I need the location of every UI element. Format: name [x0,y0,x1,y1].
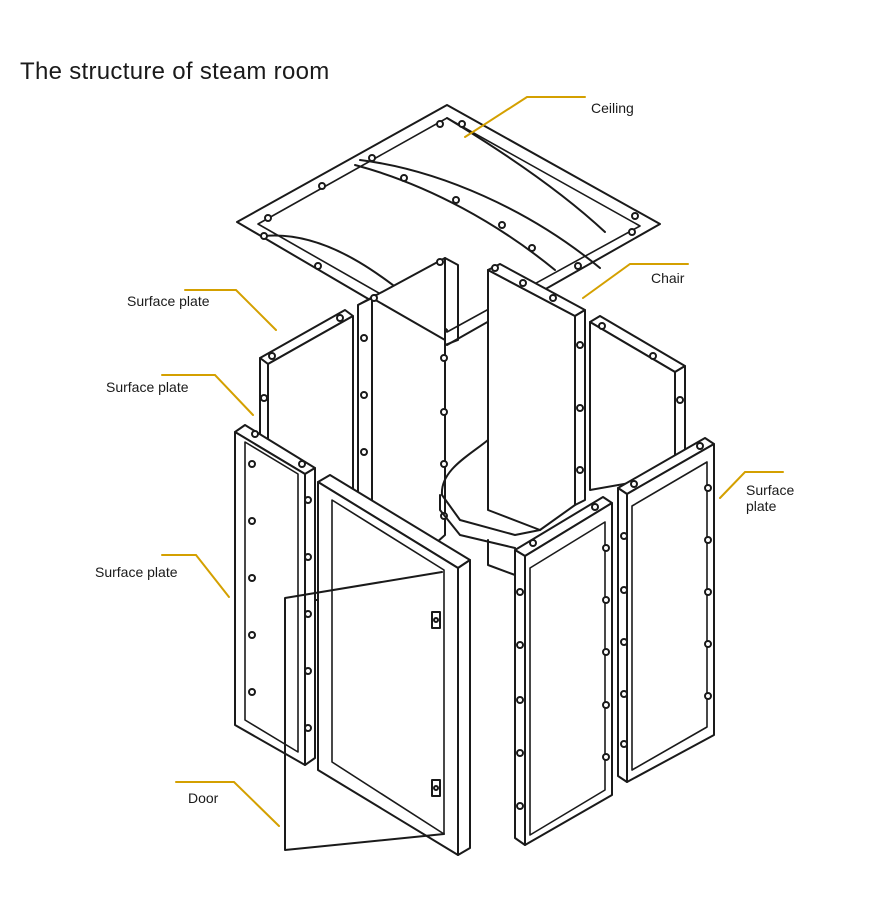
leader-surface-plate-3 [161,554,230,598]
leader-chair [582,263,689,299]
surface-plate-front-center-right [514,496,613,846]
surface-plate-front-right [617,437,715,783]
leader-surface-plate-1 [184,289,277,331]
label-surface-plate-3: Surface plate [95,564,178,580]
label-surface-plate-right: Surface plate [746,482,794,514]
ceiling-panel [236,104,661,346]
front-right-plate-bolts [620,442,712,748]
label-surface-plate-2: Surface plate [106,379,189,395]
leader-lines [161,96,784,827]
chair-panel [439,263,586,576]
label-door: Door [188,790,219,806]
front-center-right-plate-bolts [516,503,610,810]
label-surface-plate-1: Surface plate [127,293,210,309]
surface-plate-back-right [589,315,686,491]
front-left-plate-bolts [248,430,312,732]
label-surface-plate-right-line2: plate [746,498,777,514]
leader-door [175,781,280,827]
surface-plate-front-left [234,424,316,766]
leader-ceiling [464,96,586,138]
diagram-title: The structure of steam room [20,58,330,85]
label-surface-plate-right-line1: Surface [746,482,795,498]
leader-surface-plate-2 [161,374,254,416]
leader-surface-plate-right [719,471,784,499]
label-ceiling: Ceiling [591,100,634,116]
door-assembly [284,474,471,856]
label-chair: Chair [651,270,685,286]
chair-bolts [491,264,584,474]
